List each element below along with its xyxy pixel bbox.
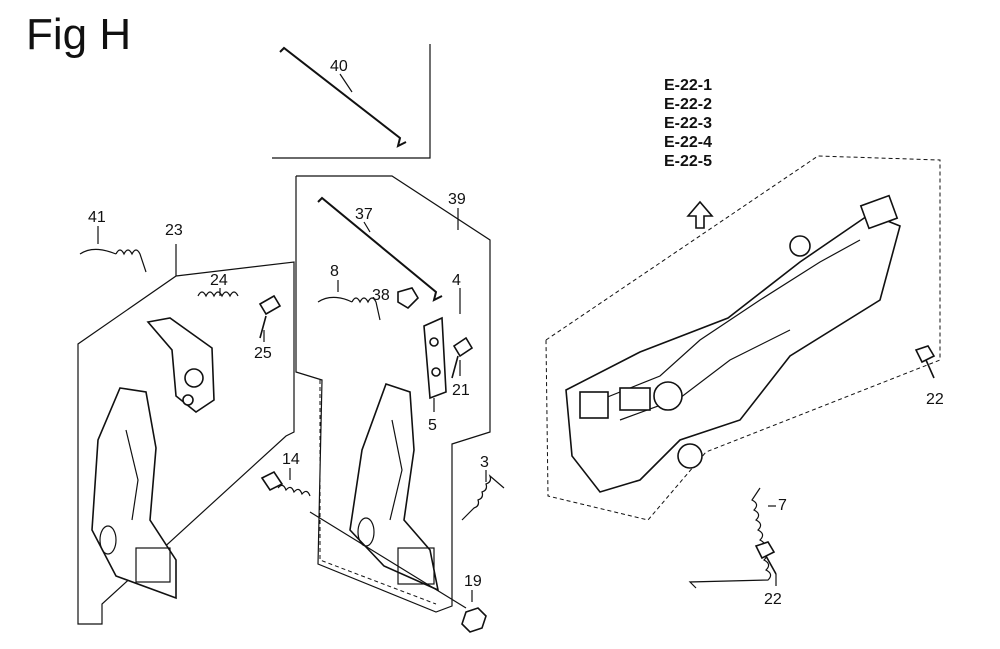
bolt-part[interactable] xyxy=(451,336,474,379)
callout-37[interactable]: 37 xyxy=(355,206,373,223)
bolt-thread xyxy=(277,484,311,497)
body-detail xyxy=(599,239,861,401)
clip-part[interactable] xyxy=(397,287,420,310)
spring-part[interactable] xyxy=(79,248,147,273)
pedal-part[interactable] xyxy=(91,387,177,600)
group-bracket xyxy=(77,244,295,625)
arrow-up-icon xyxy=(686,200,714,229)
pivot-part xyxy=(677,443,703,469)
callout-14[interactable]: 14 xyxy=(282,451,300,468)
leader-line xyxy=(339,73,353,93)
bolt-14-group: 14 19 xyxy=(260,451,487,633)
connector-part xyxy=(859,194,899,230)
reference-link[interactable]: E-22-1 xyxy=(664,77,713,94)
pedal-pad xyxy=(135,547,171,583)
callout-38[interactable]: 38 xyxy=(372,287,390,304)
rod-40-group: 40 xyxy=(272,44,431,159)
spring-3-group: 3 xyxy=(461,454,505,521)
pivot-part xyxy=(431,367,441,377)
leader-line xyxy=(309,511,467,609)
bracket-part xyxy=(579,391,609,419)
callout-22[interactable]: 22 xyxy=(764,591,782,608)
spring-part[interactable] xyxy=(317,296,381,321)
pivot-part xyxy=(653,381,683,411)
spring-part[interactable] xyxy=(688,487,772,589)
plate-part[interactable] xyxy=(423,316,447,400)
callout-22[interactable]: 22 xyxy=(926,391,944,408)
callout-5[interactable]: 5 xyxy=(428,417,437,434)
reference-link[interactable]: E-22-4 xyxy=(664,134,713,151)
pivot-part xyxy=(184,368,204,388)
center-pedal-assembly: 39 37 8 38 4 5 21 xyxy=(295,175,491,613)
control-box-assembly: 22 7 22 xyxy=(545,155,944,608)
callout-41[interactable]: 41 xyxy=(88,209,106,226)
callout-25[interactable]: 25 xyxy=(254,345,272,362)
leader-line xyxy=(363,221,371,233)
callout-24[interactable]: 24 xyxy=(210,272,228,289)
pivot-part xyxy=(182,394,194,406)
reference-link[interactable]: E-22-3 xyxy=(664,115,713,132)
bolt-part[interactable] xyxy=(260,470,284,492)
pedal-slot xyxy=(389,419,403,521)
bolt-part[interactable] xyxy=(258,294,282,339)
bolt-part[interactable] xyxy=(914,345,936,379)
callout-8[interactable]: 8 xyxy=(330,263,339,280)
callout-19[interactable]: 19 xyxy=(464,573,482,590)
bolt-part[interactable] xyxy=(754,541,777,575)
pedal-hole xyxy=(99,525,117,555)
callout-23[interactable]: 23 xyxy=(165,222,183,239)
spring-part[interactable] xyxy=(461,474,505,521)
bracket-part xyxy=(619,387,651,411)
group-bracket-inner xyxy=(319,380,437,605)
reference-link[interactable]: E-22-5 xyxy=(664,153,713,170)
group-bracket xyxy=(295,175,491,613)
pedal-part[interactable] xyxy=(349,382,440,592)
pivot-part xyxy=(789,235,811,257)
rod-part[interactable] xyxy=(317,196,443,302)
group-bracket xyxy=(272,44,431,159)
spring-part[interactable] xyxy=(197,291,239,298)
lever-bracket-part[interactable] xyxy=(146,317,215,413)
pedal-slot xyxy=(125,429,139,521)
callout-4[interactable]: 4 xyxy=(452,272,461,289)
figure-title: Fig H xyxy=(26,10,132,59)
reference-link[interactable]: E-22-2 xyxy=(664,96,713,113)
rod-part[interactable] xyxy=(279,46,407,148)
reference-list: E-22-1 E-22-2 E-22-3 E-22-4 E-22-5 xyxy=(664,76,712,171)
nut-part[interactable] xyxy=(461,607,487,633)
callout-3[interactable]: 3 xyxy=(480,454,489,471)
callout-7[interactable]: 7 xyxy=(778,497,787,514)
callout-40[interactable]: 40 xyxy=(330,58,348,75)
left-pedal-assembly: 23 41 24 25 xyxy=(77,209,295,625)
callout-21[interactable]: 21 xyxy=(452,382,470,399)
callout-39[interactable]: 39 xyxy=(448,191,466,208)
control-box-part[interactable] xyxy=(565,213,901,493)
pivot-part xyxy=(429,337,439,347)
